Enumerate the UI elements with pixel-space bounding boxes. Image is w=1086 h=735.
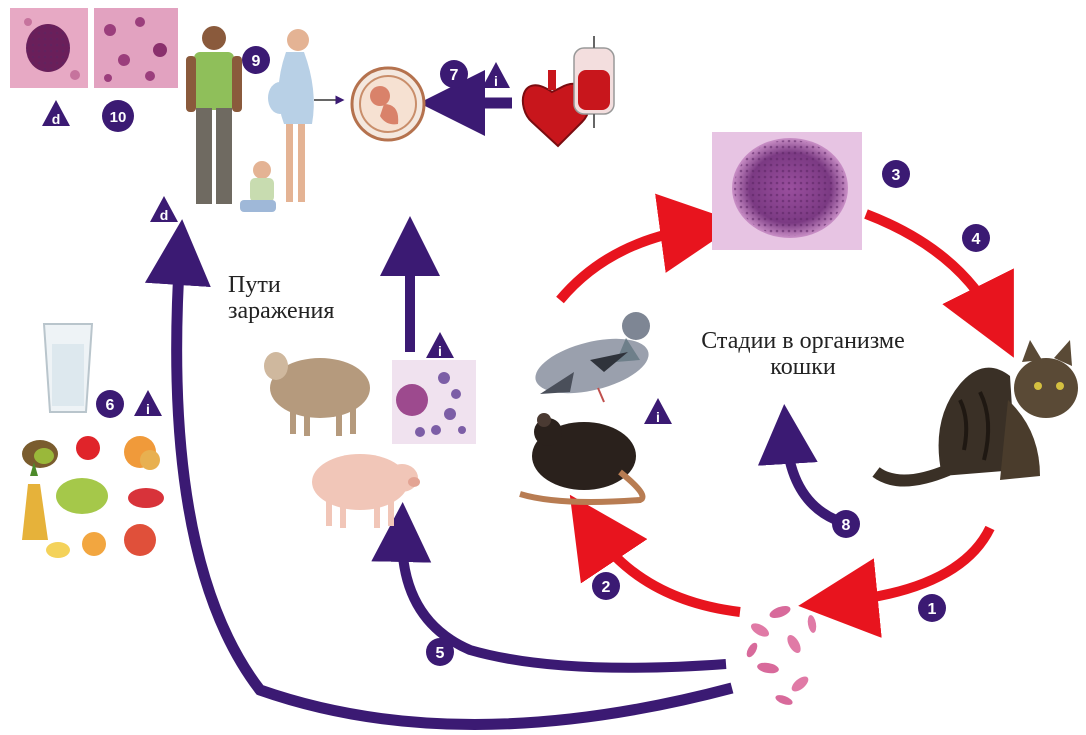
diagnostic-stage-marker-tissue-text: d (52, 111, 61, 127)
diagnostic-stage-marker-human-text: d (160, 207, 169, 223)
step-marker-10-text: 10 (110, 109, 127, 126)
step-marker-5-text: 5 (436, 645, 445, 662)
tissue-section-micrograph-icon (94, 8, 178, 88)
rat-icon (520, 413, 643, 502)
infective-stage-marker-7-text: i (494, 73, 498, 89)
step-marker-6: 6 (96, 390, 124, 418)
step-marker-1-text: 1 (928, 601, 937, 618)
step-marker-4-text: 4 (972, 231, 981, 248)
diagnostic-stage-marker-human: d (150, 196, 178, 223)
step-marker-4: 4 (962, 224, 990, 252)
step-marker-2: 2 (592, 572, 620, 600)
cycle-arrow-to-cyst (560, 228, 700, 300)
oocyst-icon (745, 604, 818, 707)
cat-stages-label: Стадии в организме кошки (668, 328, 938, 380)
step-marker-7-text: 7 (450, 67, 459, 84)
transmission-arrow-cat-reinfection (786, 434, 836, 520)
bradyzoite-cyst-icon (712, 132, 862, 250)
infective-stage-marker-rodent: i (644, 398, 672, 425)
step-marker-7: 7 (440, 60, 468, 88)
step-marker-2-text: 2 (602, 579, 611, 596)
infective-stage-marker-meat-text: i (438, 343, 442, 359)
cat-stages-label-line1: Стадии в организме (668, 328, 938, 354)
infective-stage-marker-6: i (134, 390, 162, 417)
step-marker-3-text: 3 (892, 167, 901, 184)
fruits-icon (22, 436, 164, 558)
step-marker-10: 10 (102, 100, 134, 132)
infection-routes-label-line2: заражения (228, 298, 388, 324)
pig-icon (312, 454, 420, 528)
cycle-arrow-to-oocyst (838, 528, 990, 602)
diagnostic-stage-marker-tissue: d (42, 100, 70, 127)
step-marker-5: 5 (426, 638, 454, 666)
step-marker-1: 1 (918, 594, 946, 622)
step-marker-3: 3 (882, 160, 910, 188)
infective-stage-marker-7: i (482, 62, 510, 89)
sheep-icon (264, 352, 370, 436)
step-marker-8: 8 (832, 510, 860, 538)
pigeon-icon (530, 312, 654, 403)
infective-stage-marker-meat: i (426, 332, 454, 359)
meat-cyst-micrograph-icon (392, 360, 476, 444)
infective-stage-marker-rodent-text: i (656, 409, 660, 425)
cycle-arrow-to-rat (592, 528, 740, 612)
infection-routes-label: Пути заражения (228, 272, 388, 324)
infective-stage-marker-6-text: i (146, 401, 150, 417)
step-marker-6-text: 6 (106, 397, 115, 414)
step-marker-8-text: 8 (842, 517, 851, 534)
cat-stages-label-line2: кошки (668, 354, 938, 380)
tissue-cyst-micrograph-icon (10, 8, 88, 88)
step-marker-9-text: 9 (252, 53, 261, 70)
step-marker-9: 9 (242, 46, 270, 74)
infection-routes-label-line1: Пути (228, 272, 388, 298)
water-glass-icon (44, 324, 92, 412)
fetus-icon (352, 68, 424, 140)
